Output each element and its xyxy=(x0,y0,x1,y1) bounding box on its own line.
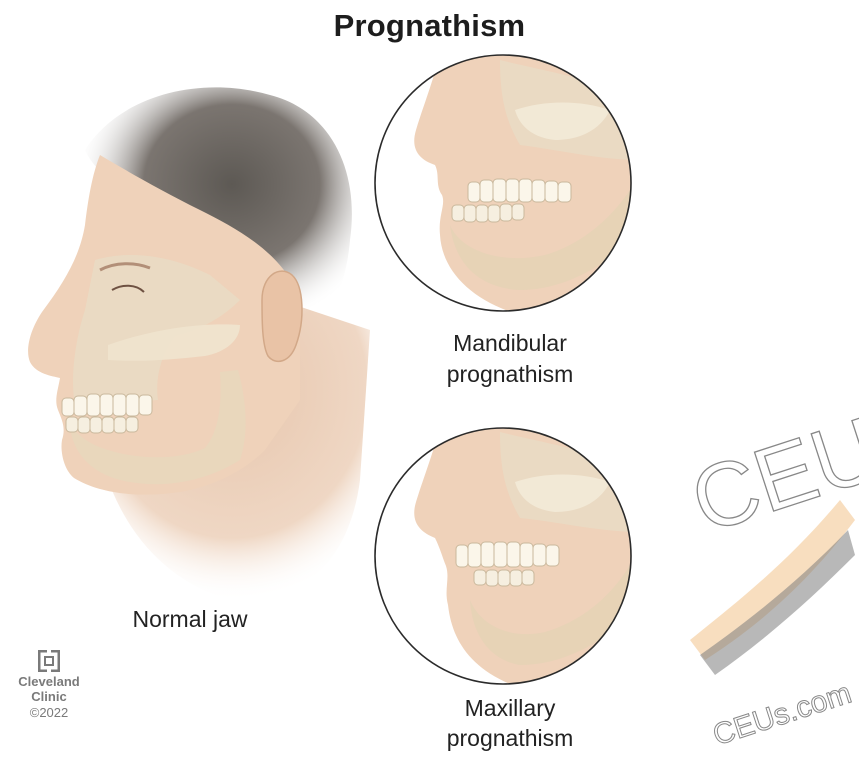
normal-jaw-illustration xyxy=(28,87,370,601)
credit-year: ©2022 xyxy=(6,704,92,721)
cleveland-clinic-logo-icon xyxy=(38,650,60,672)
watermark: CEUs CEUs.com xyxy=(680,385,859,752)
caption-mandibular-prognathism: Mandibular prognathism xyxy=(400,328,620,390)
caption-normal-jaw: Normal jaw xyxy=(60,604,320,635)
caption-mandibular-line2: prognathism xyxy=(400,359,620,390)
watermark-small-text: CEUs.com xyxy=(709,676,856,752)
maxillary-prognathism-illustration xyxy=(375,428,640,688)
caption-mandibular-line1: Mandibular xyxy=(400,328,620,359)
credit-line2: Clinic xyxy=(6,689,92,704)
credit-line1: Cleveland xyxy=(6,674,92,689)
caption-maxillary-prognathism: Maxillary prognathism xyxy=(400,693,620,753)
cleveland-clinic-credit: Cleveland Clinic ©2022 xyxy=(6,650,92,721)
caption-normal-text: Normal jaw xyxy=(132,606,247,632)
mandibular-prognathism-illustration xyxy=(375,55,640,315)
caption-maxillary-line1: Maxillary xyxy=(400,693,620,723)
caption-maxillary-line2: prognathism xyxy=(400,723,620,753)
